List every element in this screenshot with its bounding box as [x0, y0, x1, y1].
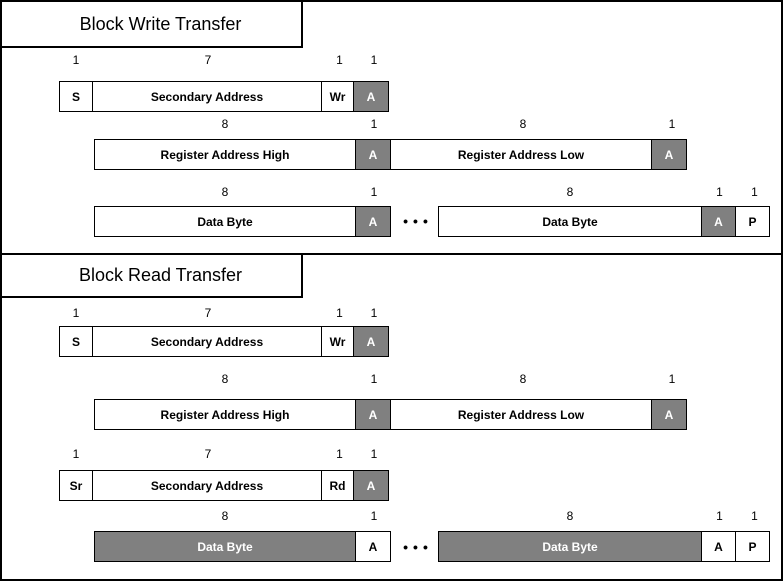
bit-count-label: 1 [370, 185, 378, 199]
field-box-ack: A [355, 206, 391, 237]
bit-count-label: 1 [751, 509, 758, 523]
field-box-ack: A [651, 399, 687, 430]
field-box-ack: A [355, 531, 391, 562]
read-row-repeated-start: Sr Secondary Address Rd A [59, 470, 389, 501]
field-box-write-bit: Wr [321, 81, 354, 112]
bit-count-label: 8 [221, 185, 229, 199]
bit-count-label: 7 [204, 53, 212, 67]
bit-count-label: 1 [370, 117, 378, 131]
bit-count-label: 8 [221, 372, 229, 386]
field-box-read-bit: Rd [321, 470, 354, 501]
bit-count-label: 1 [72, 53, 80, 67]
bit-count-label: 7 [204, 306, 212, 320]
write-row-data-last: Data Byte A P [438, 206, 770, 237]
write-section-title: Block Write Transfer [79, 13, 242, 34]
write-row-secondary-address: S Secondary Address Wr A [59, 81, 389, 112]
bit-count-label: 8 [221, 117, 229, 131]
field-box-start: S [59, 326, 93, 357]
field-box-secondary-address: Secondary Address [92, 81, 322, 112]
bit-count-label: 1 [336, 306, 343, 320]
bit-count-label: 1 [336, 447, 343, 461]
read-row-secondary-address: S Secondary Address Wr A [59, 326, 389, 357]
read-row-register-address: Register Address High A Register Address… [94, 399, 687, 430]
bit-count-label: 1 [370, 509, 378, 523]
read-row-data-last: Data Byte A P [438, 531, 770, 562]
bit-count-label: 1 [370, 372, 378, 386]
field-box-data-byte: Data Byte [94, 531, 356, 562]
field-box-ack: A [355, 399, 391, 430]
bit-count-label: 1 [668, 117, 676, 131]
read-row-data-first: Data Byte A [94, 531, 391, 562]
field-box-start: S [59, 81, 93, 112]
bit-count-label: 1 [370, 447, 378, 461]
field-box-ack: A [353, 81, 389, 112]
field-box-data-byte: Data Byte [438, 206, 702, 237]
read-section-title-box: Block Read Transfer [2, 255, 303, 298]
bit-count-label: 7 [204, 447, 212, 461]
section-divider [2, 253, 781, 255]
field-box-data-byte: Data Byte [94, 206, 356, 237]
read-section-title: Block Read Transfer [78, 265, 243, 285]
field-box-secondary-address: Secondary Address [92, 326, 322, 357]
ellipsis-dots: ••• [403, 539, 433, 555]
write-section-title-box: Block Write Transfer [2, 2, 303, 48]
bit-count-label: 8 [566, 185, 574, 199]
field-box-stop: P [735, 531, 770, 562]
bit-count-label: 1 [72, 447, 80, 461]
bit-count-label: 1 [716, 509, 723, 523]
field-box-ack: A [701, 206, 736, 237]
bit-count-label: 1 [751, 185, 758, 199]
field-box-ack: A [353, 470, 389, 501]
field-box-register-address-high: Register Address High [94, 139, 356, 170]
bit-count-label: 1 [336, 53, 343, 67]
bit-count-label: 8 [221, 509, 229, 523]
field-box-register-address-low: Register Address Low [390, 399, 652, 430]
bit-count-label: 1 [370, 53, 378, 67]
bit-count-label: 1 [668, 372, 676, 386]
field-box-data-byte: Data Byte [438, 531, 702, 562]
bit-count-label: 8 [519, 372, 527, 386]
write-row-data-first: Data Byte A [94, 206, 391, 237]
field-box-ack: A [353, 326, 389, 357]
field-box-ack: A [701, 531, 736, 562]
field-box-repeated-start: Sr [59, 470, 93, 501]
bit-count-label: 8 [519, 117, 527, 131]
field-box-stop: P [735, 206, 770, 237]
write-row-register-address: Register Address High A Register Address… [94, 139, 687, 170]
field-box-ack: A [355, 139, 391, 170]
field-box-ack: A [651, 139, 687, 170]
bit-count-label: 8 [566, 509, 574, 523]
bit-count-label: 1 [72, 306, 80, 320]
bit-count-label: 1 [716, 185, 723, 199]
field-box-register-address-low: Register Address Low [390, 139, 652, 170]
field-box-register-address-high: Register Address High [94, 399, 356, 430]
bit-count-label: 1 [370, 306, 378, 320]
field-box-write-bit: Wr [321, 326, 354, 357]
ellipsis-dots: ••• [403, 213, 433, 229]
field-box-secondary-address: Secondary Address [92, 470, 322, 501]
